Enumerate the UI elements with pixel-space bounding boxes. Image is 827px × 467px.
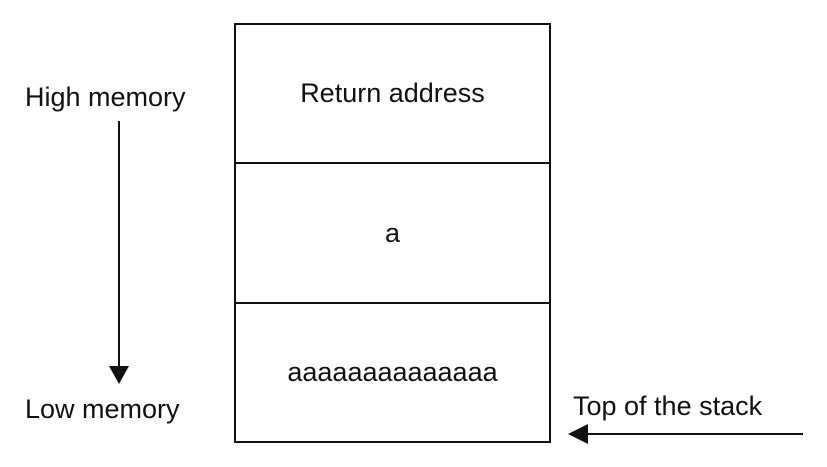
stack-diagram: Return address a aaaaaaaaaaaaaa [234, 23, 551, 443]
low-memory-label: Low memory [25, 394, 180, 424]
stack-cell-variable-a: a [236, 164, 549, 304]
memory-direction-arrow [109, 121, 129, 384]
top-of-stack-label: Top of the stack [573, 391, 763, 421]
top-of-stack-arrow [568, 424, 803, 444]
high-memory-label: High memory [25, 82, 186, 112]
stack-cell-buffer: aaaaaaaaaaaaaa [287, 357, 498, 387]
stack-cell-return-address: Return address [236, 25, 549, 164]
